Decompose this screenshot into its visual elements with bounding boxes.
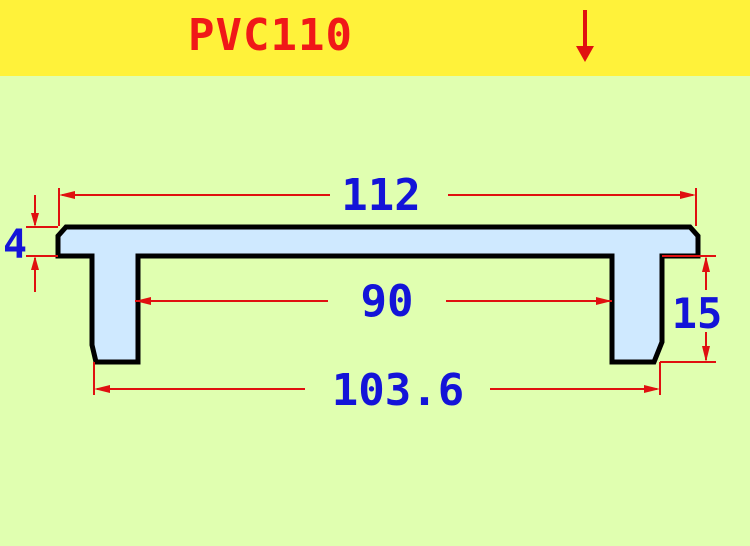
product-title: PVC110: [188, 10, 353, 61]
dimension-leg-outer-width: 103.6: [332, 365, 464, 416]
header-bar: PVC110: [0, 0, 750, 76]
dimension-top-thickness: 4: [3, 222, 27, 268]
profile-cross-section: [55, 224, 701, 365]
dimension-overall-width: 112: [341, 170, 420, 221]
down-arrow-icon: [576, 10, 594, 62]
dimension-leg-height: 15: [672, 289, 723, 338]
dimension-inner-width: 90: [361, 276, 414, 327]
